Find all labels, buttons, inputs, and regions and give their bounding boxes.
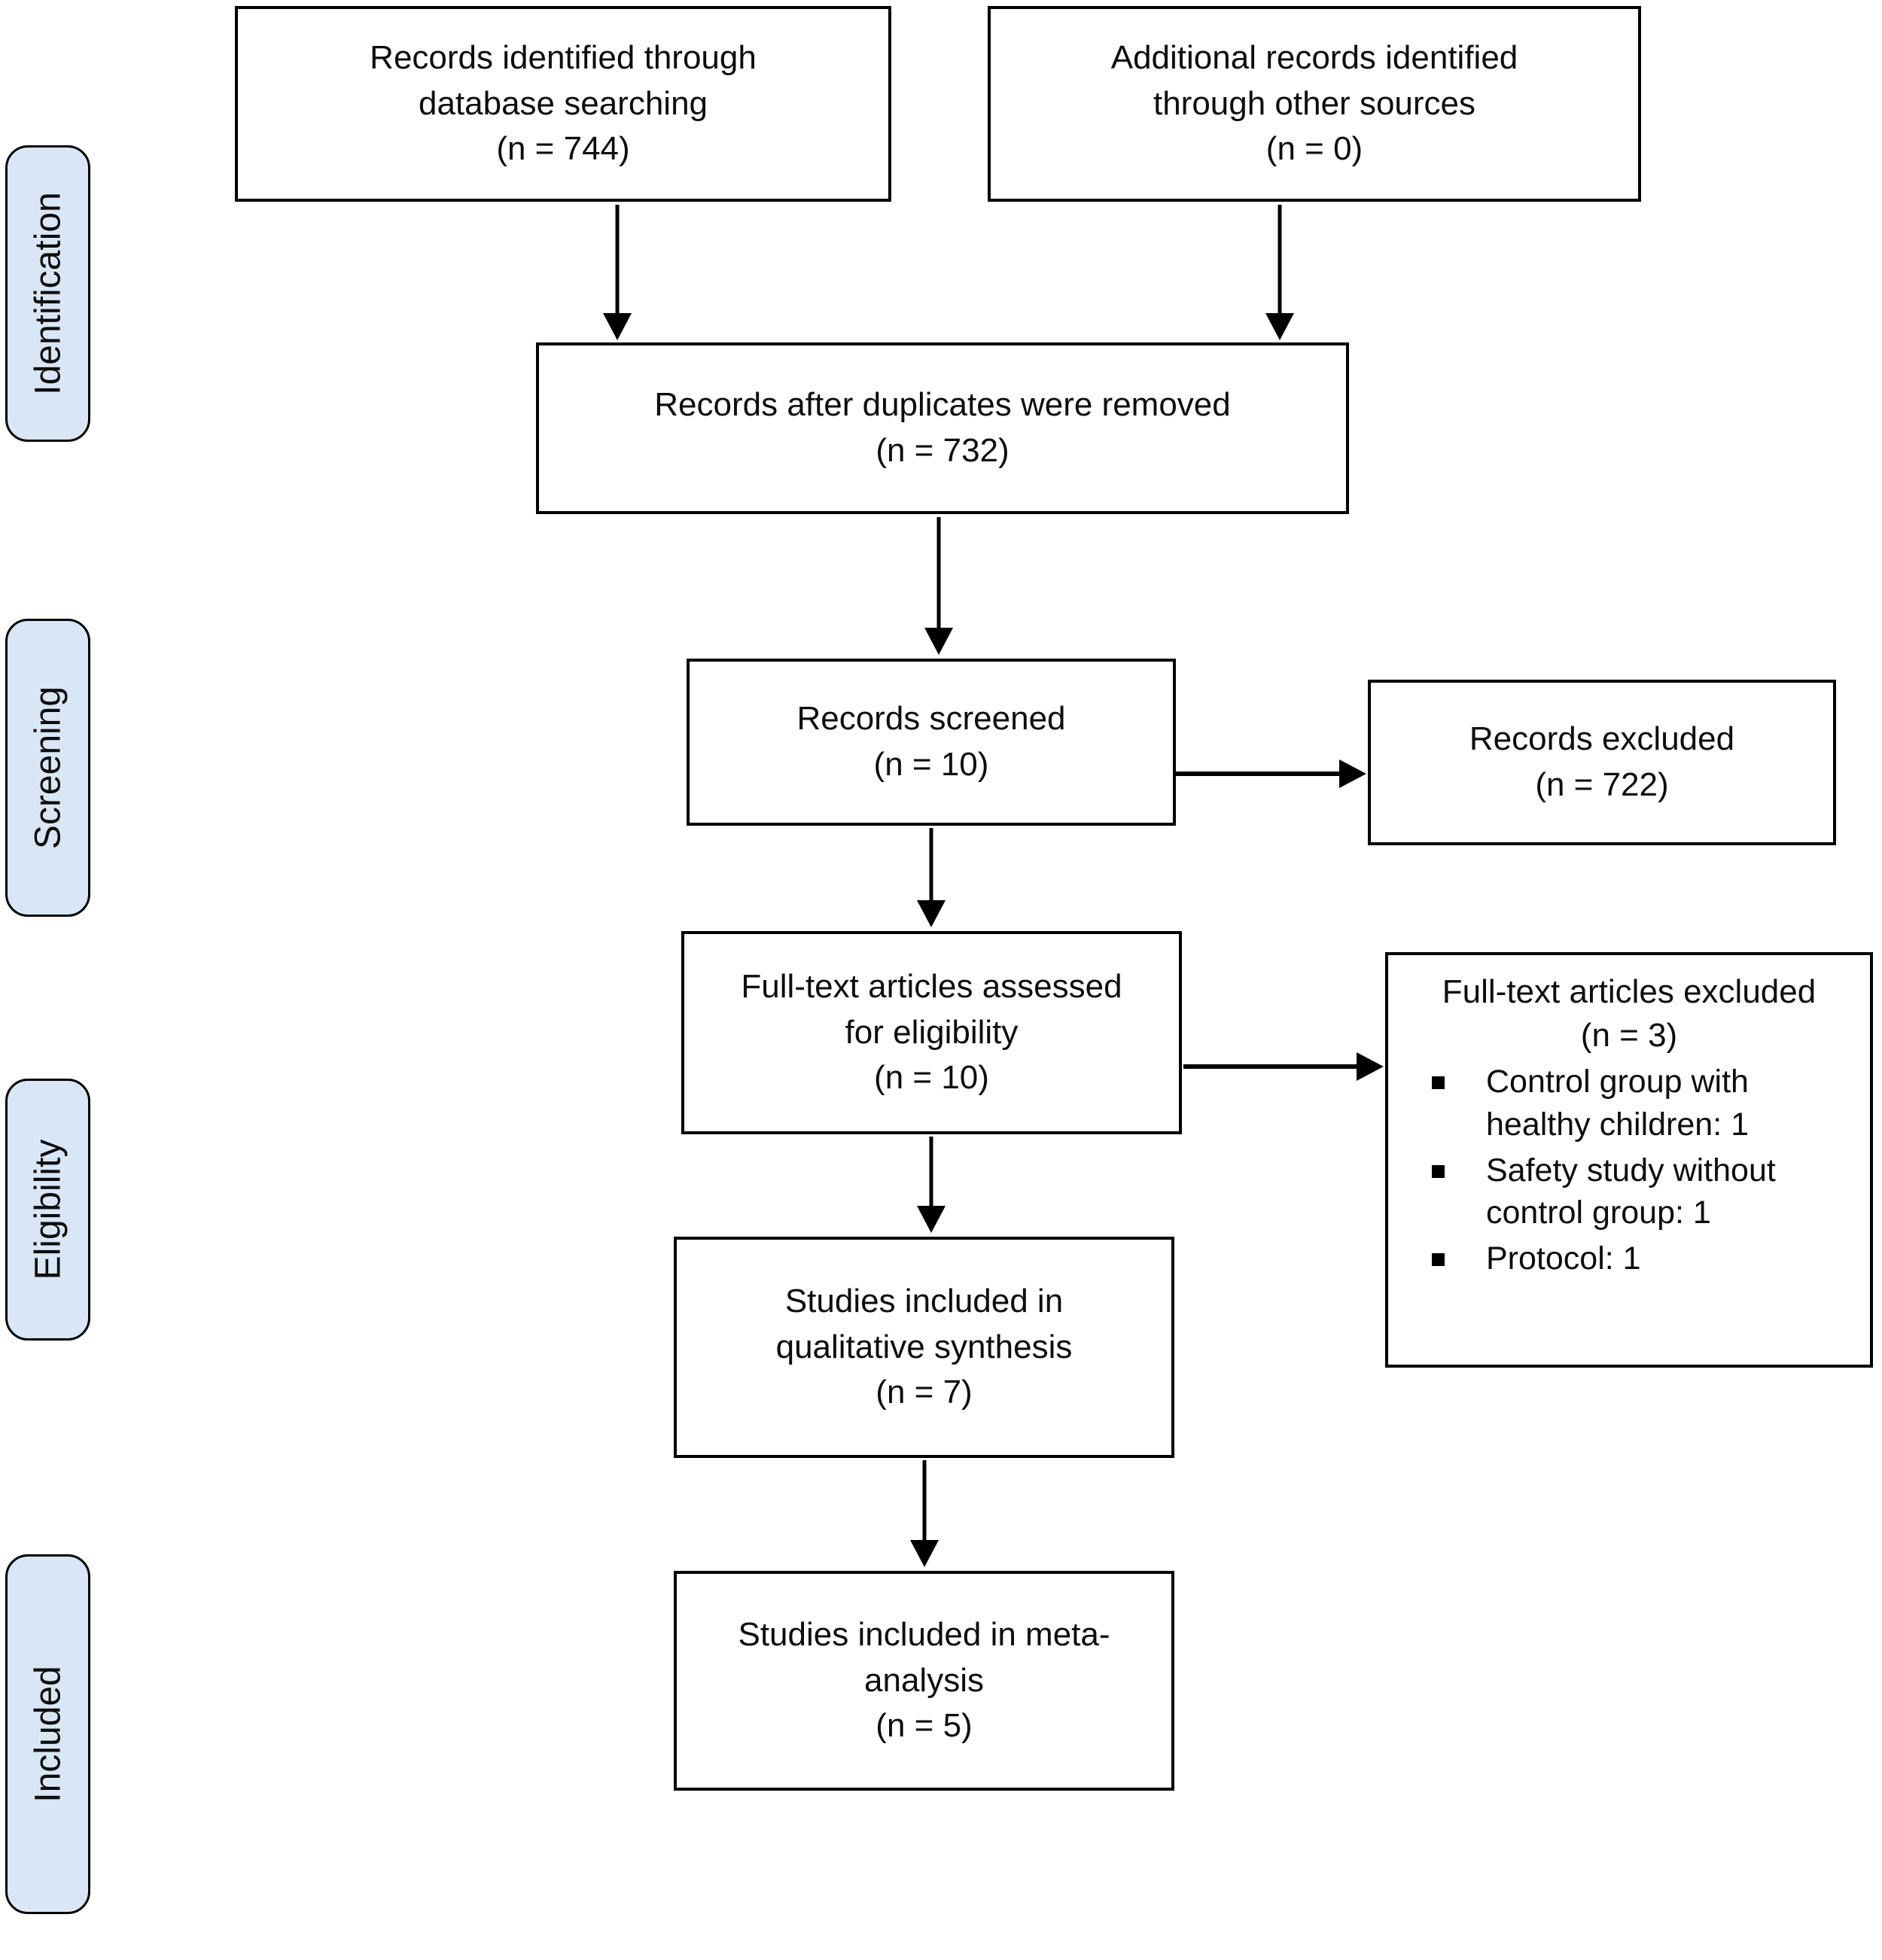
bullet-icon bbox=[1432, 1253, 1445, 1267]
exclusion-title: Full-text articles excluded (n = 3) bbox=[1442, 973, 1817, 1055]
exclusion-reason-item: Control group with healthy children: 1 bbox=[1430, 1061, 1850, 1146]
bullet-icon bbox=[1432, 1076, 1445, 1090]
arrow-head-icon bbox=[1339, 759, 1366, 788]
box-fulltext-assessed: Full-text articles assessed for eligibil… bbox=[681, 931, 1182, 1134]
box-records-excluded: Records excluded (n = 722) bbox=[1368, 680, 1836, 845]
stage-label-eligibility: Eligibility bbox=[5, 1079, 90, 1341]
arrow-identified-to-duplicates bbox=[603, 205, 632, 340]
box-fulltext-excluded: Full-text articles excluded (n = 3) Cont… bbox=[1385, 952, 1873, 1368]
stage-label-text: Included bbox=[28, 1666, 68, 1803]
arrow-head-icon bbox=[603, 313, 632, 340]
arrow-line bbox=[1183, 1064, 1360, 1069]
exclusion-reason-text: Safety study without control group: 1 bbox=[1486, 1152, 1776, 1231]
stage-label-text: Eligibility bbox=[28, 1139, 68, 1280]
arrow-line bbox=[922, 1460, 927, 1542]
stage-label-text: Screening bbox=[28, 686, 68, 850]
exclusion-reason-text: Protocol: 1 bbox=[1486, 1240, 1641, 1277]
box-meta-analysis: Studies included in meta- analysis (n = … bbox=[674, 1571, 1174, 1791]
box-text: Full-text articles assessed for eligibil… bbox=[741, 967, 1122, 1097]
box-qualitative-synthesis: Studies included in qualitative synthesi… bbox=[674, 1237, 1174, 1458]
box-text: Records screened (n = 10) bbox=[796, 700, 1066, 783]
stage-label-text: Identification bbox=[28, 192, 68, 395]
exclusion-reason-text: Control group with healthy children: 1 bbox=[1486, 1064, 1749, 1143]
box-records-identified: Records identified through database sear… bbox=[235, 6, 891, 202]
arrow-fulltext-to-qualitative bbox=[917, 1137, 946, 1233]
exclusion-reasons-list: Control group with healthy children: 1 S… bbox=[1408, 1061, 1850, 1283]
box-additional-records: Additional records identified through ot… bbox=[988, 6, 1641, 202]
arrow-screened-to-excluded bbox=[1176, 759, 1366, 788]
box-text: Studies included in qualitative synthesi… bbox=[775, 1282, 1073, 1411]
arrow-head-icon bbox=[917, 1206, 946, 1233]
box-text: Records identified through database sear… bbox=[370, 38, 757, 168]
arrow-fulltext-to-excluded bbox=[1183, 1052, 1384, 1081]
exclusion-reason-item: Safety study without control group: 1 bbox=[1430, 1149, 1850, 1235]
box-text: Records excluded (n = 722) bbox=[1469, 720, 1735, 803]
stage-label-included: Included bbox=[5, 1554, 90, 1914]
box-text: Studies included in meta- analysis (n = … bbox=[738, 1615, 1110, 1745]
exclusion-reason-item: Protocol: 1 bbox=[1430, 1237, 1850, 1280]
arrow-head-icon bbox=[924, 628, 953, 655]
stage-label-screening: Screening bbox=[5, 619, 90, 917]
arrow-additional-to-duplicates bbox=[1265, 205, 1294, 340]
arrow-duplicates-to-screened bbox=[924, 517, 953, 655]
arrow-screened-to-fulltext bbox=[917, 828, 946, 927]
arrow-line bbox=[1278, 205, 1282, 315]
arrow-line bbox=[1176, 772, 1342, 776]
arrow-line bbox=[929, 1137, 933, 1207]
arrow-head-icon bbox=[910, 1540, 939, 1567]
arrow-line bbox=[615, 205, 620, 315]
box-duplicates-removed: Records after duplicates were removed (n… bbox=[536, 342, 1349, 514]
arrow-head-icon bbox=[917, 900, 946, 927]
box-text: Additional records identified through ot… bbox=[1110, 38, 1518, 168]
arrow-line bbox=[929, 828, 933, 902]
box-records-screened: Records screened (n = 10) bbox=[687, 659, 1176, 826]
box-text: Records after duplicates were removed (n… bbox=[654, 386, 1231, 469]
arrow-head-icon bbox=[1357, 1052, 1384, 1081]
arrow-line bbox=[936, 517, 941, 629]
bullet-icon bbox=[1432, 1164, 1445, 1178]
arrow-qualitative-to-meta bbox=[910, 1460, 939, 1567]
stage-label-identification: Identification bbox=[5, 145, 90, 442]
arrow-head-icon bbox=[1265, 313, 1294, 340]
